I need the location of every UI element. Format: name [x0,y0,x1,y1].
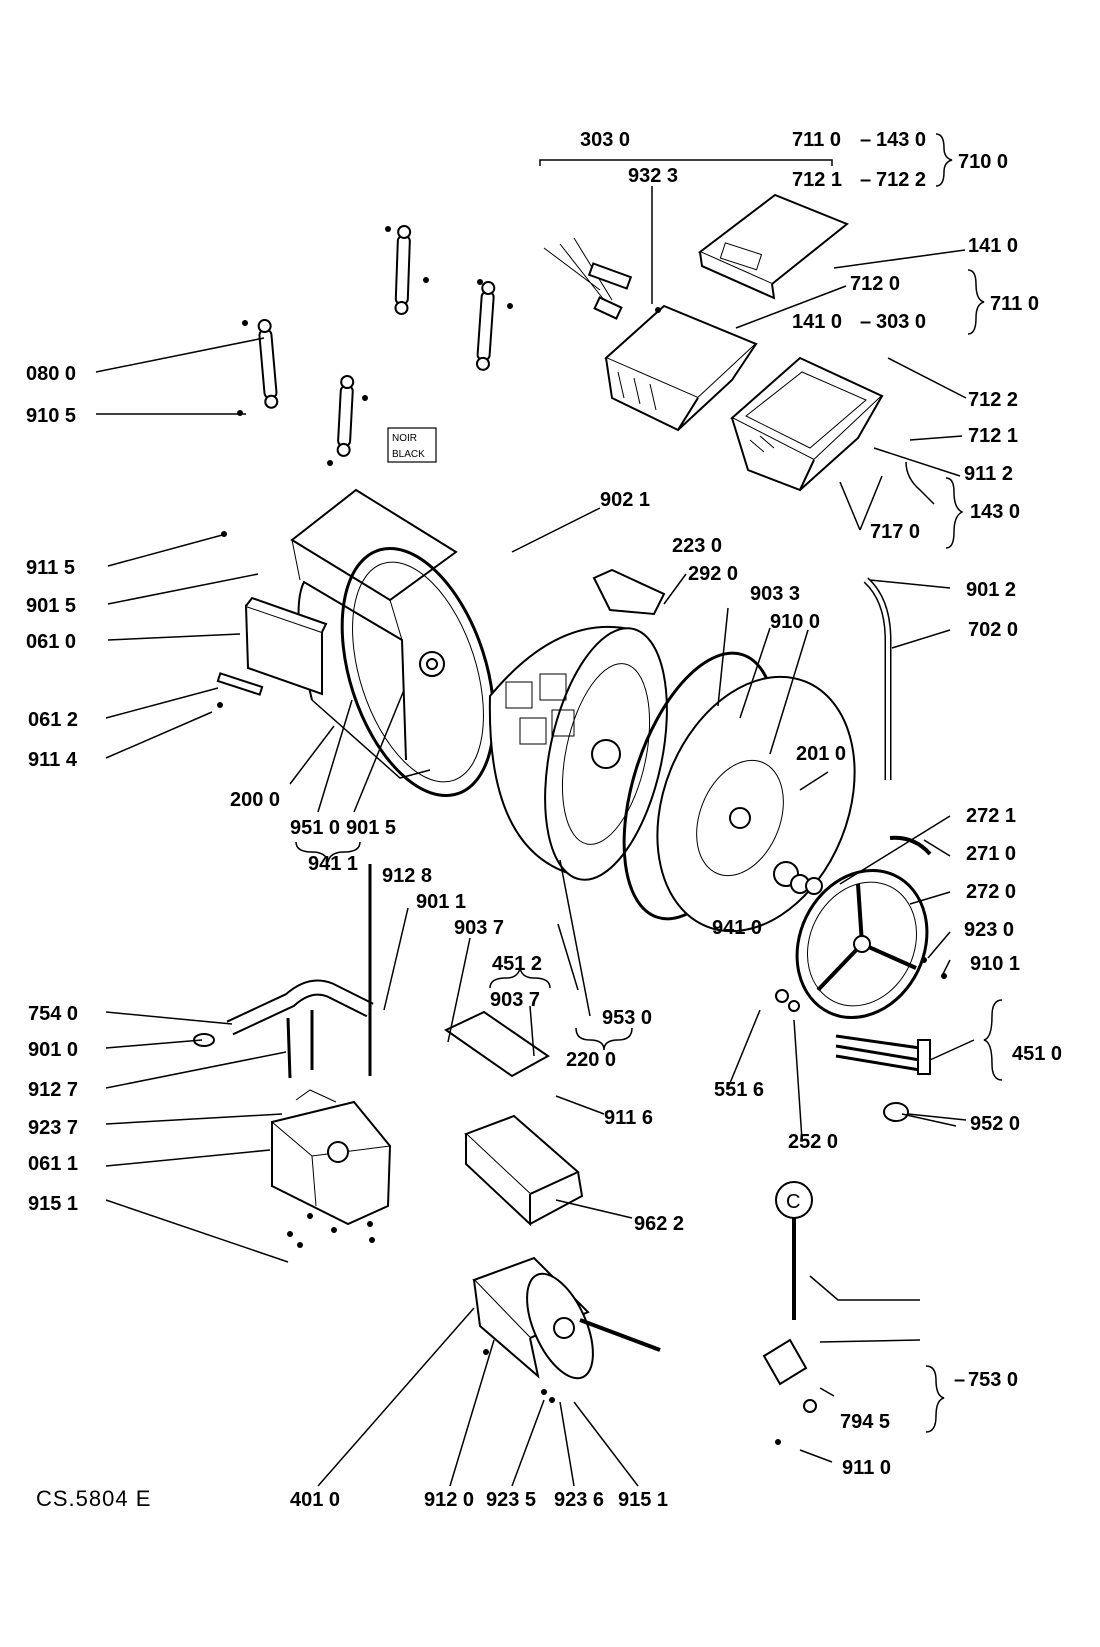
label-143-0-a: 143 0 [876,129,926,151]
color-tag: NOIR BLACK [387,427,437,463]
label-901-1: 901 1 [416,891,466,913]
label-915-1-b: 915 1 [618,1489,668,1511]
label-061-0: 061 0 [26,631,76,653]
label-143-0-b: 143 0 [970,501,1020,523]
label-903-3: 903 3 [750,583,800,605]
label-912-8: 912 8 [382,865,432,887]
label-901-0: 901 0 [28,1039,78,1061]
label-252-0: 252 0 [788,1131,838,1153]
label-923-5: 923 5 [486,1489,536,1511]
motor [472,1256,661,1380]
part-labels: 303 0 932 3 711 0 – 143 0 712 1 – 712 2 … [26,129,1062,1511]
label-451-0: 451 0 [1012,1043,1062,1065]
counterweight-base [271,1089,392,1226]
label-712-2-a: 712 2 [876,169,926,191]
label-951-0: 951 0 [290,817,340,839]
label-911-0: 911 0 [842,1457,891,1479]
label-271-0: 271 0 [966,843,1016,865]
tag-line-1: NOIR [392,433,417,444]
label-754-0: 754 0 [28,1003,78,1025]
tag-line-2: BLACK [392,449,425,460]
label-911-6: 911 6 [604,1107,653,1129]
label-941-0: 941 0 [712,917,762,939]
label-901-5-a: 901 5 [26,595,76,617]
label-923-0: 923 0 [964,919,1014,941]
label-712-1-b: 712 1 [968,425,1018,447]
label-794-5: 794 5 [840,1411,890,1433]
dash-3: – [860,311,871,333]
label-061-2: 061 2 [28,709,78,731]
label-C: C [786,1191,800,1213]
label-910-5: 910 5 [26,405,76,427]
counterweight-top [216,596,328,696]
drawer-housing [730,356,884,492]
label-911-2: 911 2 [964,463,1013,485]
label-200-0: 200 0 [230,789,280,811]
dash-2: – [860,169,871,191]
damper-rods [242,225,513,466]
label-717-0: 717 0 [870,521,920,543]
label-923-7: 923 7 [28,1117,78,1139]
label-902-1: 902 1 [600,489,650,511]
pressure-switch [762,1181,817,1413]
label-141-0-a: 141 0 [968,235,1018,257]
label-292-0: 292 0 [688,563,738,585]
label-910-0: 910 0 [770,611,820,633]
label-712-1-a: 712 1 [792,169,842,191]
label-903-7-b: 903 7 [490,989,540,1011]
label-061-1: 061 1 [28,1153,78,1175]
drain-hose [193,979,374,1047]
leader-lines [95,133,1003,1487]
label-901-5-b: 901 5 [346,817,396,839]
label-223-0: 223 0 [672,535,722,557]
document-code: CS.5804 E [36,1486,151,1511]
label-915-1-a: 915 1 [28,1193,78,1215]
heater-element [835,1034,931,1075]
label-712-0: 712 0 [850,273,900,295]
label-923-6: 923 6 [554,1489,604,1511]
label-903-7-a: 903 7 [454,917,504,939]
outer-tub-rear [290,488,496,798]
label-710-0: 710 0 [958,151,1008,173]
label-401-0: 401 0 [290,1489,340,1511]
label-962-2: 962 2 [634,1213,684,1235]
dispenser-wires [543,237,633,320]
label-932-3: 932 3 [628,165,678,187]
label-910-1: 910 1 [970,953,1020,975]
outer-tub-front [656,675,856,933]
label-702-0: 702 0 [968,619,1018,641]
drum [488,625,668,881]
detergent-drawer [604,304,758,432]
label-303-0-b: 303 0 [876,311,926,333]
dash-4: – [954,1369,965,1391]
label-201-0: 201 0 [796,743,846,765]
label-912-7: 912 7 [28,1079,78,1101]
label-220-0: 220 0 [566,1049,616,1071]
label-272-1: 272 1 [966,805,1016,827]
label-953-0: 953 0 [602,1007,652,1029]
label-711-0-a: 711 0 [792,129,841,151]
dash-1: – [860,129,871,151]
label-911-4: 911 4 [28,749,78,771]
top-lid [698,193,849,300]
label-712-2-b: 712 2 [968,389,1018,411]
label-952-0: 952 0 [970,1113,1020,1135]
label-753-0: 753 0 [968,1369,1018,1391]
label-141-0-b: 141 0 [792,311,842,333]
label-911-5: 911 5 [26,557,75,579]
bottom-shield [464,1114,584,1227]
label-272-0: 272 0 [966,881,1016,903]
label-901-2: 901 2 [966,579,1016,601]
label-080-0: 080 0 [26,363,76,385]
label-551-6: 551 6 [714,1079,764,1101]
label-303-0: 303 0 [580,129,630,151]
label-941-1: 941 1 [308,853,358,875]
label-451-2: 451 2 [492,953,542,975]
drum-pulley [795,835,932,1020]
label-711-0-b: 711 0 [990,293,1039,315]
label-912-0: 912 0 [424,1489,474,1511]
